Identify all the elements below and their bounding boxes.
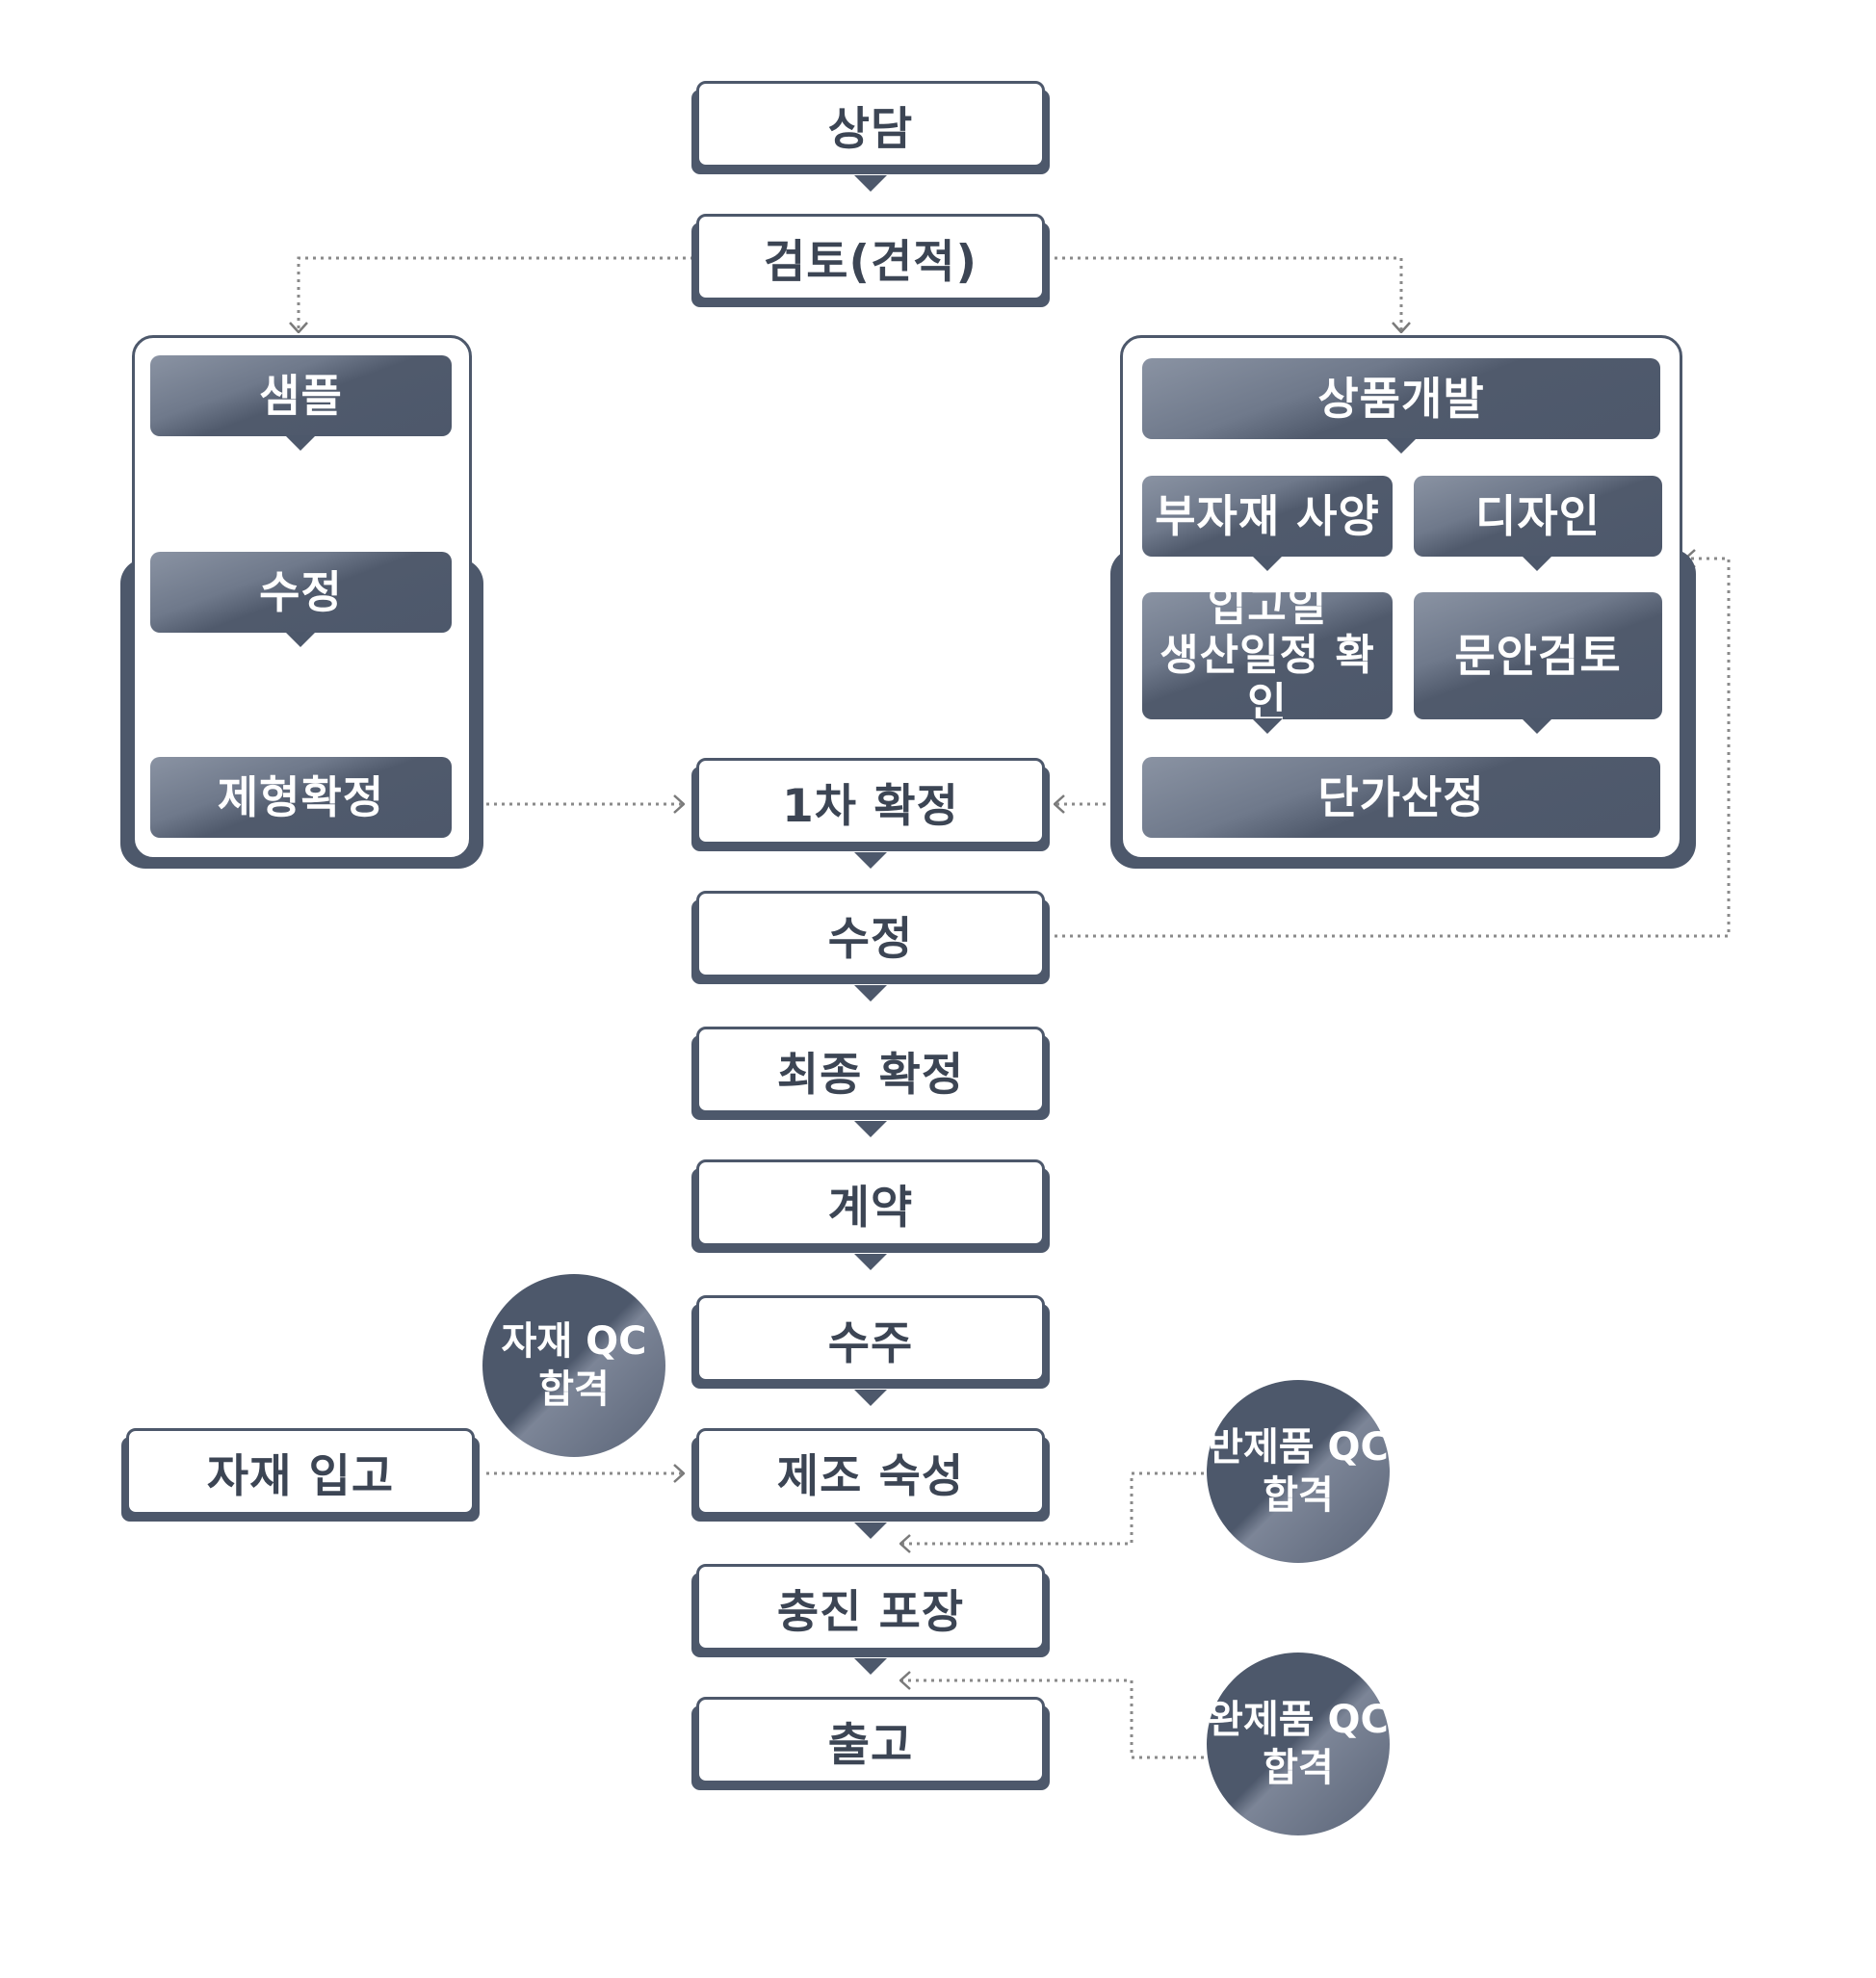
final-qc-connector [900, 1680, 1204, 1759]
formula-confirm-pill: 제형확정 [150, 757, 452, 838]
schedule-line1: 입고일 [1207, 582, 1328, 632]
step-final-confirm-notch [854, 1121, 887, 1137]
product-dev-notch [1386, 438, 1417, 454]
revise-loop-connector [1055, 559, 1731, 938]
design-notch [1522, 556, 1552, 571]
step-consult: 상담 [696, 81, 1045, 168]
material-in-box: 자재 입고 [126, 1428, 475, 1515]
sample-revise-notch [285, 632, 316, 647]
sub-material-pill: 부자재 사양 [1142, 476, 1393, 557]
step-ship: 출고 [696, 1697, 1045, 1783]
sample-notch [285, 435, 316, 451]
step-first-confirm-notch [854, 852, 887, 869]
sample-revise-pill: 수정 [150, 552, 452, 633]
step-revise: 수정 [696, 891, 1045, 977]
step-first-confirm: 1차 확정 [696, 758, 1045, 845]
step-fill-pack-notch [854, 1658, 887, 1675]
copy-review-notch [1522, 718, 1552, 734]
material-qc-line2: 합격 [538, 1367, 610, 1412]
final-qc-line1: 완제품 QC [1208, 1698, 1389, 1742]
pricing-pill: 단가산정 [1142, 757, 1660, 838]
step-fill-pack: 충진 포장 [696, 1564, 1045, 1651]
sample-pill: 샘플 [150, 355, 452, 436]
step-revise-notch [854, 985, 887, 1002]
step-contract: 계약 [696, 1159, 1045, 1246]
schedule-pill: 입고일 생산일정 확인 [1142, 583, 1393, 728]
product-dev-title-pill: 상품개발 [1142, 358, 1660, 439]
step-contract-notch [854, 1254, 887, 1270]
step-manufacture: 제조 숙성 [696, 1428, 1045, 1515]
step-review: 검토(견적) [696, 214, 1045, 300]
design-pill: 디자인 [1414, 476, 1662, 557]
final-qc-line2: 합격 [1263, 1746, 1334, 1790]
semi-qc-line1: 반제품 QC [1208, 1425, 1389, 1470]
semi-qc-line2: 합격 [1263, 1473, 1334, 1518]
material-qc-badge: 자재 QC 합격 [482, 1274, 665, 1457]
schedule-line2: 생산일정 확인 [1159, 630, 1375, 729]
step-order-notch [854, 1390, 887, 1406]
semi-product-qc-badge: 반제품 QC 합격 [1207, 1380, 1390, 1563]
step-consult-notch [854, 175, 887, 192]
sub-material-notch [1252, 556, 1283, 571]
step-final-confirm: 최종 확정 [696, 1027, 1045, 1113]
step-manufacture-notch [854, 1523, 887, 1539]
schedule-notch [1252, 718, 1283, 734]
review-to-sample-connector [299, 256, 693, 332]
review-to-productdev-connector [1055, 256, 1401, 332]
copy-review-pill: 문안검토 [1414, 592, 1662, 719]
material-qc-line1: 자재 QC [501, 1319, 647, 1364]
final-product-qc-badge: 완제품 QC 합격 [1207, 1653, 1390, 1835]
step-order: 수주 [696, 1295, 1045, 1382]
